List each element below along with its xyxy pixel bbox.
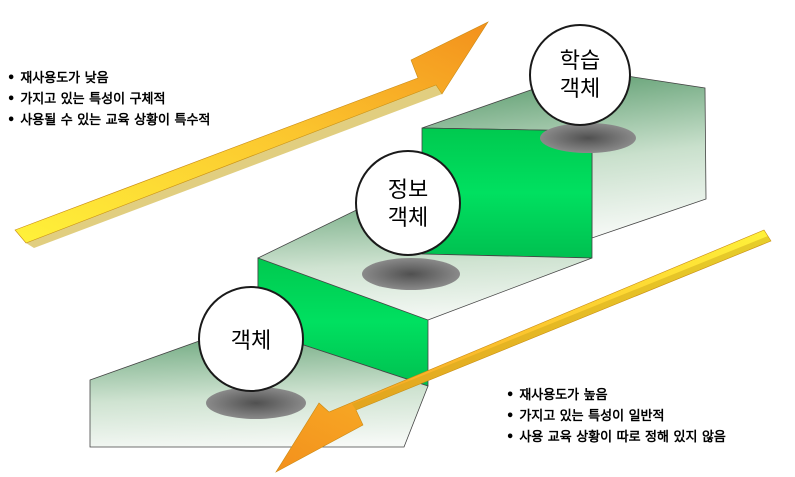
sphere-label-line: 객체 [231, 329, 271, 354]
note-item: 가지고 있는 특성이 구체적 [7, 89, 210, 110]
sphere-label-line: 학습 [560, 49, 600, 74]
sphere-information-object: 정보 객체 [355, 150, 461, 256]
lower-arrow-notes: 재사용도가 높음 가지고 있는 특성이 일반적 사용 교육 상황이 따로 정해 … [506, 385, 726, 448]
sphere-shadow-learning [540, 123, 636, 153]
note-item: 사용 교육 상황이 따로 정해 있지 않음 [506, 427, 726, 448]
lower-arrow [275, 229, 772, 473]
note-item: 재사용도가 높음 [506, 385, 726, 406]
sphere-shadow-information [362, 258, 460, 290]
sphere-learning-object: 학습 객체 [529, 24, 631, 126]
sphere-label-line: 객체 [388, 206, 428, 231]
sphere-object: 객체 [198, 286, 304, 392]
sphere-label-line: 객체 [560, 77, 600, 102]
note-item: 사용될 수 있는 교육 상황이 특수적 [7, 110, 210, 131]
note-item: 재사용도가 낮음 [7, 68, 210, 89]
sphere-shadow-object [206, 387, 306, 419]
note-item: 가지고 있는 특성이 일반적 [506, 406, 726, 427]
upper-arrow-notes: 재사용도가 낮음 가지고 있는 특성이 구체적 사용될 수 있는 교육 상황이 … [7, 68, 210, 131]
sphere-label-line: 정보 [388, 178, 428, 203]
upper-arrow [14, 21, 489, 248]
